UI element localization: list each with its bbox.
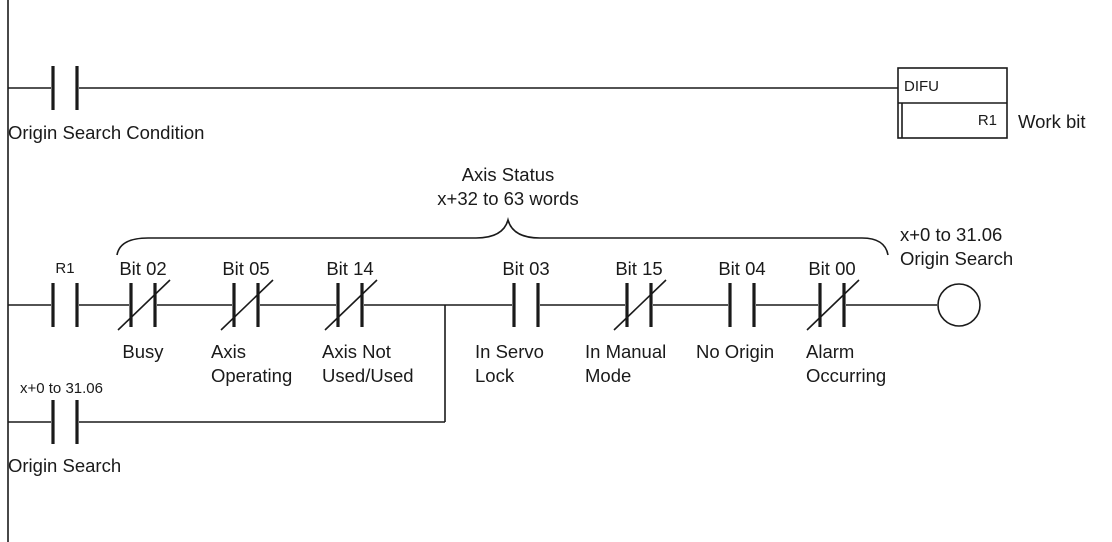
r1-contact bbox=[51, 283, 79, 327]
contact-in-manual-mode-name-2: Mode bbox=[585, 365, 631, 386]
branch-contact-address-label: x+0 to 31.06 bbox=[20, 380, 103, 397]
axis-status-brace bbox=[116, 217, 889, 256]
contact-bit-00 bbox=[806, 279, 860, 331]
output-coil-name-label: Origin Search bbox=[900, 248, 1013, 269]
contact-bit-05 bbox=[220, 279, 274, 331]
contact-alarm-occurring-name-2: Occurring bbox=[806, 365, 886, 386]
self-holding-branch-wires bbox=[8, 305, 446, 423]
origin-search-condition-contact bbox=[51, 66, 79, 110]
contact-bit-03 bbox=[512, 283, 540, 327]
contact-bit-04 bbox=[728, 283, 756, 327]
r1-contact-label: R1 bbox=[55, 260, 74, 277]
output-coil-address-label: x+0 to 31.06 bbox=[900, 224, 1002, 245]
contact-axis-operating-name-2: Operating bbox=[211, 365, 292, 386]
contact-bit-15-label: Bit 15 bbox=[615, 258, 662, 279]
origin-search-branch-contact bbox=[51, 400, 79, 444]
contact-bit-05-label: Bit 05 bbox=[222, 258, 269, 279]
work-bit-label: Work bit bbox=[1018, 111, 1086, 132]
difu-operand-label: R1 bbox=[978, 112, 997, 129]
contact-axis-operating-name-1: Axis bbox=[211, 341, 246, 362]
difu-instruction-label: DIFU bbox=[904, 78, 939, 95]
axis-status-words-label: x+32 to 63 words bbox=[437, 188, 578, 209]
branch-contact-name-label: Origin Search bbox=[8, 455, 121, 476]
contact-axis-not-used-name-1: Axis Not bbox=[322, 341, 391, 362]
contact-bit-14-label: Bit 14 bbox=[326, 258, 373, 279]
rung-2: Axis Status x+32 to 63 words R1 Bit 02 bbox=[8, 164, 1013, 476]
contact-in-manual-mode-name-1: In Manual bbox=[585, 341, 666, 362]
axis-status-label: Axis Status bbox=[462, 164, 555, 185]
contact-bit-02 bbox=[117, 279, 171, 331]
contact-in-servo-lock-name-2: Lock bbox=[475, 365, 515, 386]
contact-bit-03-label: Bit 03 bbox=[502, 258, 549, 279]
contact-bit-02-label: Bit 02 bbox=[119, 258, 166, 279]
origin-search-condition-label: Origin Search Condition bbox=[8, 122, 204, 143]
contact-alarm-occurring-name-1: Alarm bbox=[806, 341, 854, 362]
contact-busy-name: Busy bbox=[122, 341, 164, 362]
contact-no-origin-name: No Origin bbox=[696, 341, 774, 362]
rung-1: Origin Search Condition DIFU R1 Work bit bbox=[8, 66, 1086, 143]
difu-instruction-block bbox=[897, 67, 1008, 139]
contact-axis-not-used-name-2: Used/Used bbox=[322, 365, 414, 386]
contact-bit-04-label: Bit 04 bbox=[718, 258, 765, 279]
contact-bit-15 bbox=[613, 279, 667, 331]
contact-bit-14 bbox=[324, 279, 378, 331]
origin-search-output-coil bbox=[937, 283, 981, 327]
contact-in-servo-lock-name-1: In Servo bbox=[475, 341, 544, 362]
contact-bit-00-label: Bit 00 bbox=[808, 258, 855, 279]
